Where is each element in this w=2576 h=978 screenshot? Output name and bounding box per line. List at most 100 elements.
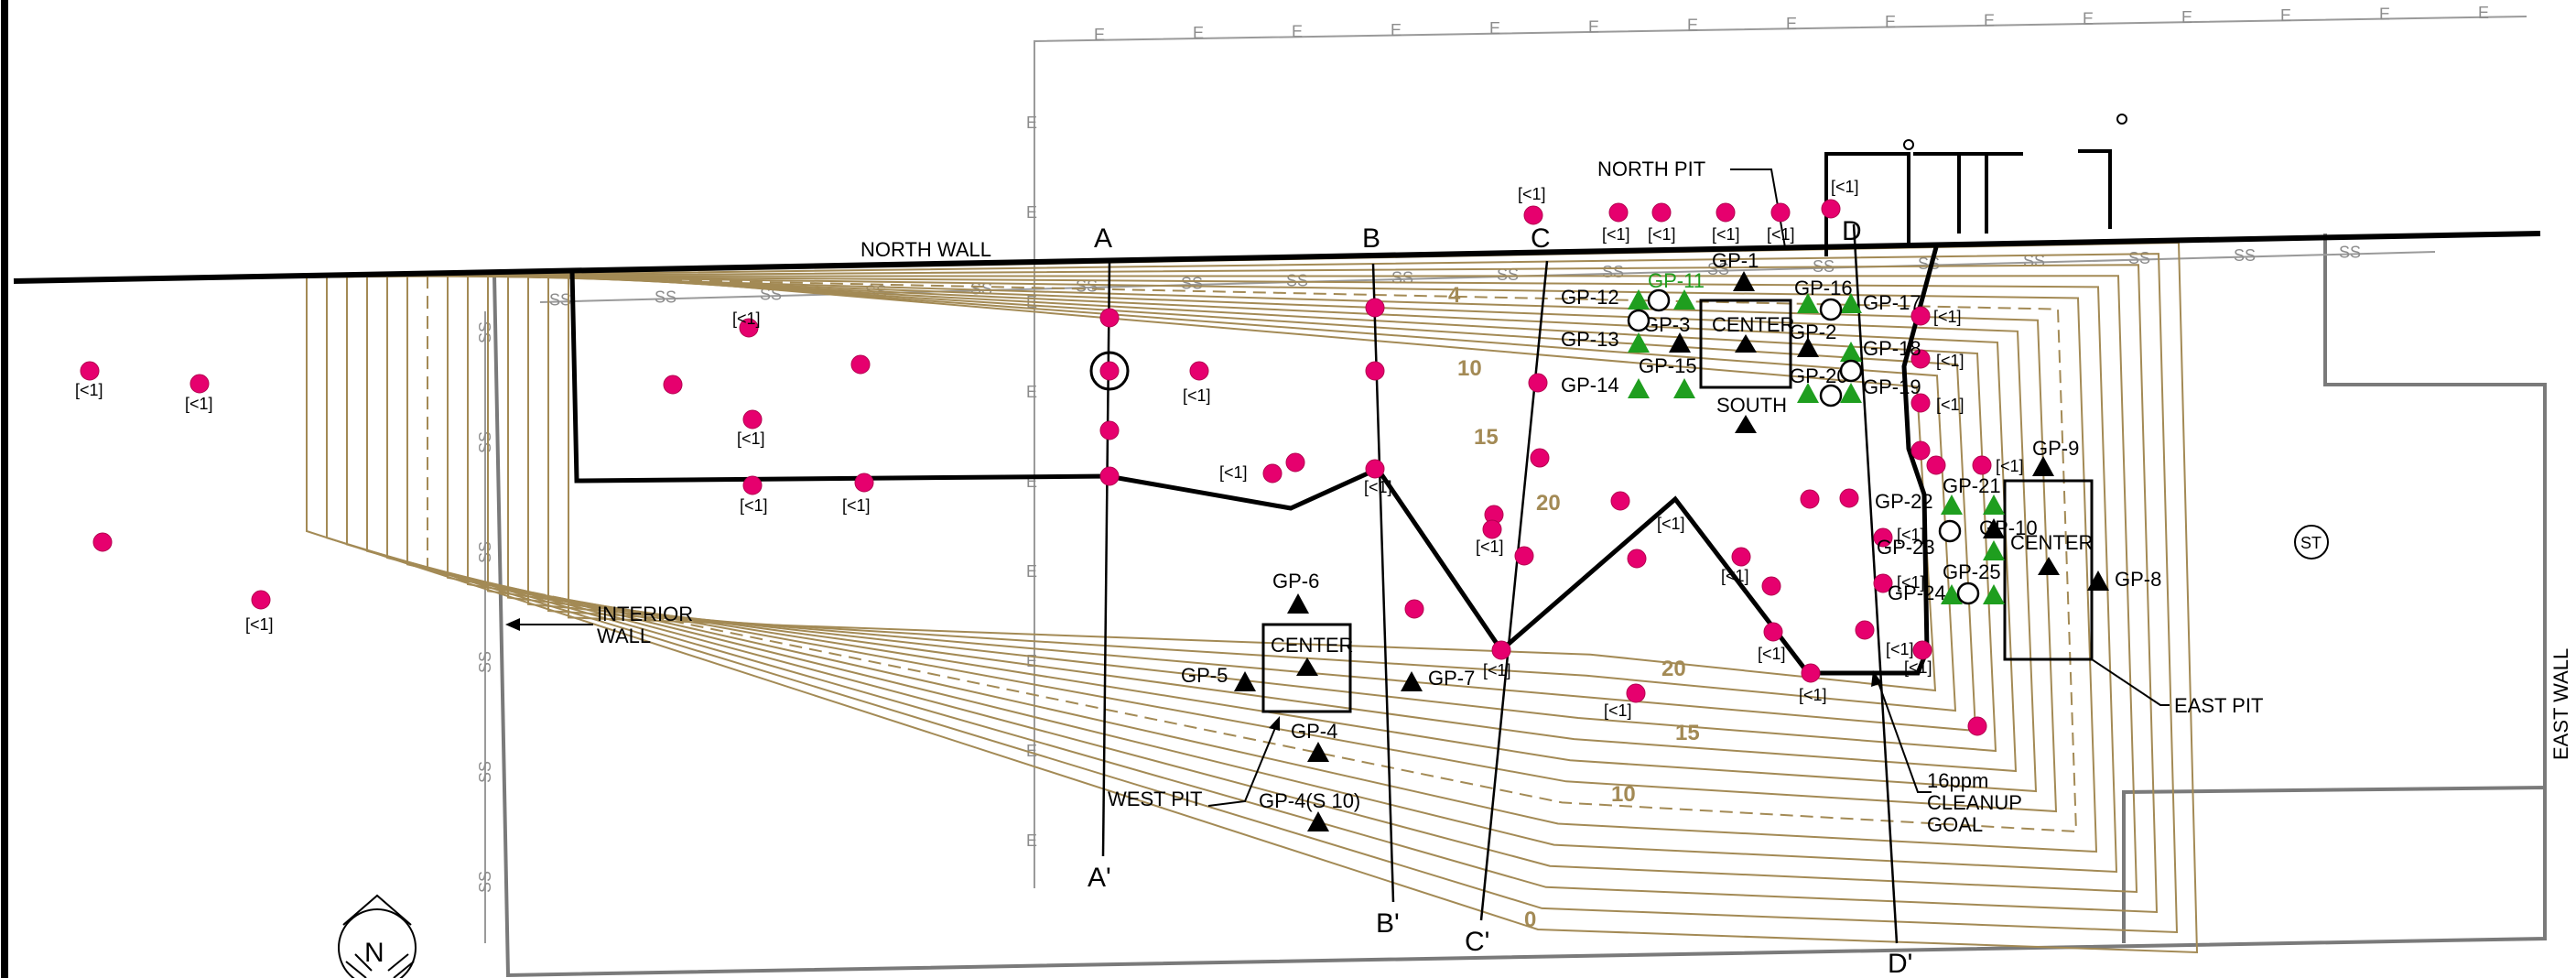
sewer-line-label: SS	[1181, 274, 1203, 292]
geoprobe-marker	[1307, 742, 1329, 762]
contour-value-label: 4	[1448, 283, 1461, 308]
interior-wall-label-2: WALL	[597, 625, 651, 647]
electric-line-label: E	[1026, 383, 1037, 401]
geoprobe-label: GP-5	[1181, 664, 1228, 687]
south-label: SOUTH	[1716, 394, 1787, 417]
contour-line	[447, 273, 2058, 813]
west-pit-arrowhead	[1269, 716, 1280, 731]
geoprobe-marker	[1628, 378, 1650, 398]
sample-result-label: [<1]	[1897, 526, 1925, 544]
contour-line	[406, 274, 2098, 853]
electric-line-label: E	[2478, 4, 2489, 22]
cleanup-goal-label-1: 16ppm	[1927, 769, 1988, 792]
geoprobe-marker	[1983, 518, 2005, 538]
north-detail-dot	[2116, 114, 2127, 125]
contour-line	[326, 253, 2179, 934]
pit-center-marker	[2038, 557, 2060, 575]
contour-line	[366, 275, 2138, 894]
sample-result-label: [<1]	[1219, 463, 1248, 482]
geoprobe-label: GP-20	[1790, 364, 1848, 387]
contour-line	[386, 275, 2118, 874]
cleanup-goal-label-2: CLEANUP	[1927, 791, 2022, 814]
sewer-line-label: SS	[2234, 246, 2256, 265]
sample-point	[1610, 491, 1630, 511]
geoprobe-label: GP-14	[1561, 374, 1619, 397]
geoprobe-marker	[1797, 383, 1819, 403]
sample-point	[1731, 547, 1751, 567]
sample-results: [<1] [<1] [<1] [<1] [<1] [<1] [<1] [<1] [<1] [<1]…	[75, 178, 2024, 720]
geoprobe-marker	[2032, 456, 2054, 476]
contour-value-label: 20	[1536, 491, 1561, 516]
sample-point	[663, 375, 683, 395]
geoprobe-marker	[1733, 271, 1755, 291]
geoprobe-marker	[1983, 540, 2005, 560]
sample-point	[1482, 519, 1502, 539]
geoprobe-label: GP-12	[1561, 286, 1619, 309]
east-wall-label: EAST WALL	[2549, 648, 2572, 760]
sample-point	[854, 473, 874, 493]
sample-result-label: [<1]	[1712, 225, 1740, 244]
sample-result-label: [<1]	[1758, 645, 1786, 663]
sample-result-label: [<1]	[1364, 478, 1392, 496]
sample-point	[1873, 573, 1893, 593]
east-wall-outline	[2323, 234, 2547, 788]
geoprobe-label: GP-16	[1794, 277, 1853, 299]
electric-line-label: E	[2280, 6, 2291, 25]
geoprobe-marker	[1797, 293, 1819, 313]
sample-point	[1801, 663, 1821, 683]
sample-point	[850, 354, 871, 375]
geoprobe-marker	[1983, 584, 2005, 604]
sample-result-label: [<1]	[1602, 225, 1630, 244]
sample-point	[1365, 361, 1385, 381]
sample-point	[1763, 622, 1783, 642]
sample-point	[1855, 620, 1875, 640]
sample-point	[1528, 373, 1548, 393]
geoprobe-marker	[1840, 293, 1862, 313]
sample-point	[1912, 640, 1932, 660]
electric-line-label: E	[1026, 562, 1037, 581]
sample-point	[1967, 716, 1987, 736]
geoprobe-marker	[1941, 494, 1963, 515]
sample-result-label: [<1]	[185, 395, 213, 413]
geoprobe-label: GP-11	[1648, 269, 1705, 292]
geoprobe-marker	[1628, 289, 1650, 310]
sample-point	[1626, 683, 1646, 703]
sample-result-label: [<1]	[1897, 573, 1925, 592]
sample-point	[1189, 361, 1209, 381]
interior-wall-arrowhead	[505, 618, 520, 631]
section-label-c: C	[1531, 223, 1551, 254]
north-wall-line	[13, 231, 2541, 284]
north-pit-box	[1699, 299, 1792, 389]
sample-point	[1926, 455, 1946, 475]
contour-value-label: 0	[1524, 907, 1536, 932]
sample-point	[1404, 599, 1424, 619]
sample-point	[80, 361, 100, 381]
geoprobe-label: GP-2	[1790, 321, 1836, 343]
sample-point	[1839, 488, 1859, 508]
geoprobe-marker	[1669, 332, 1691, 353]
sewer-line-label: SS	[476, 761, 494, 783]
sewer-line-label: SS	[476, 431, 494, 453]
sample-point	[1800, 489, 1820, 509]
contour-line	[346, 264, 2159, 914]
contour-value-label: 15	[1474, 425, 1499, 450]
geoprobe-label: GP-7	[1428, 667, 1475, 690]
sample-point	[1099, 420, 1120, 440]
sample-result-label: [<1]	[1886, 640, 1914, 658]
geoprobe-label: GP-6	[1272, 570, 1319, 592]
sample-point	[1873, 527, 1893, 548]
sample-point	[1821, 199, 1841, 219]
sample-result-label: [<1]	[842, 496, 871, 515]
sewer-line-label: SS	[1602, 263, 1624, 281]
monitoring-well	[1956, 581, 1980, 605]
section-label-b: B	[1362, 223, 1380, 254]
sample-point	[1770, 202, 1791, 223]
sample-result-label: [<1]	[1831, 178, 1859, 196]
section-label-b-prime: B'	[1376, 908, 1400, 939]
sample-point	[1910, 393, 1931, 413]
section-label-a: A	[1094, 223, 1112, 254]
sample-result-label: [<1]	[1936, 352, 1964, 370]
contour-line	[507, 272, 1997, 753]
